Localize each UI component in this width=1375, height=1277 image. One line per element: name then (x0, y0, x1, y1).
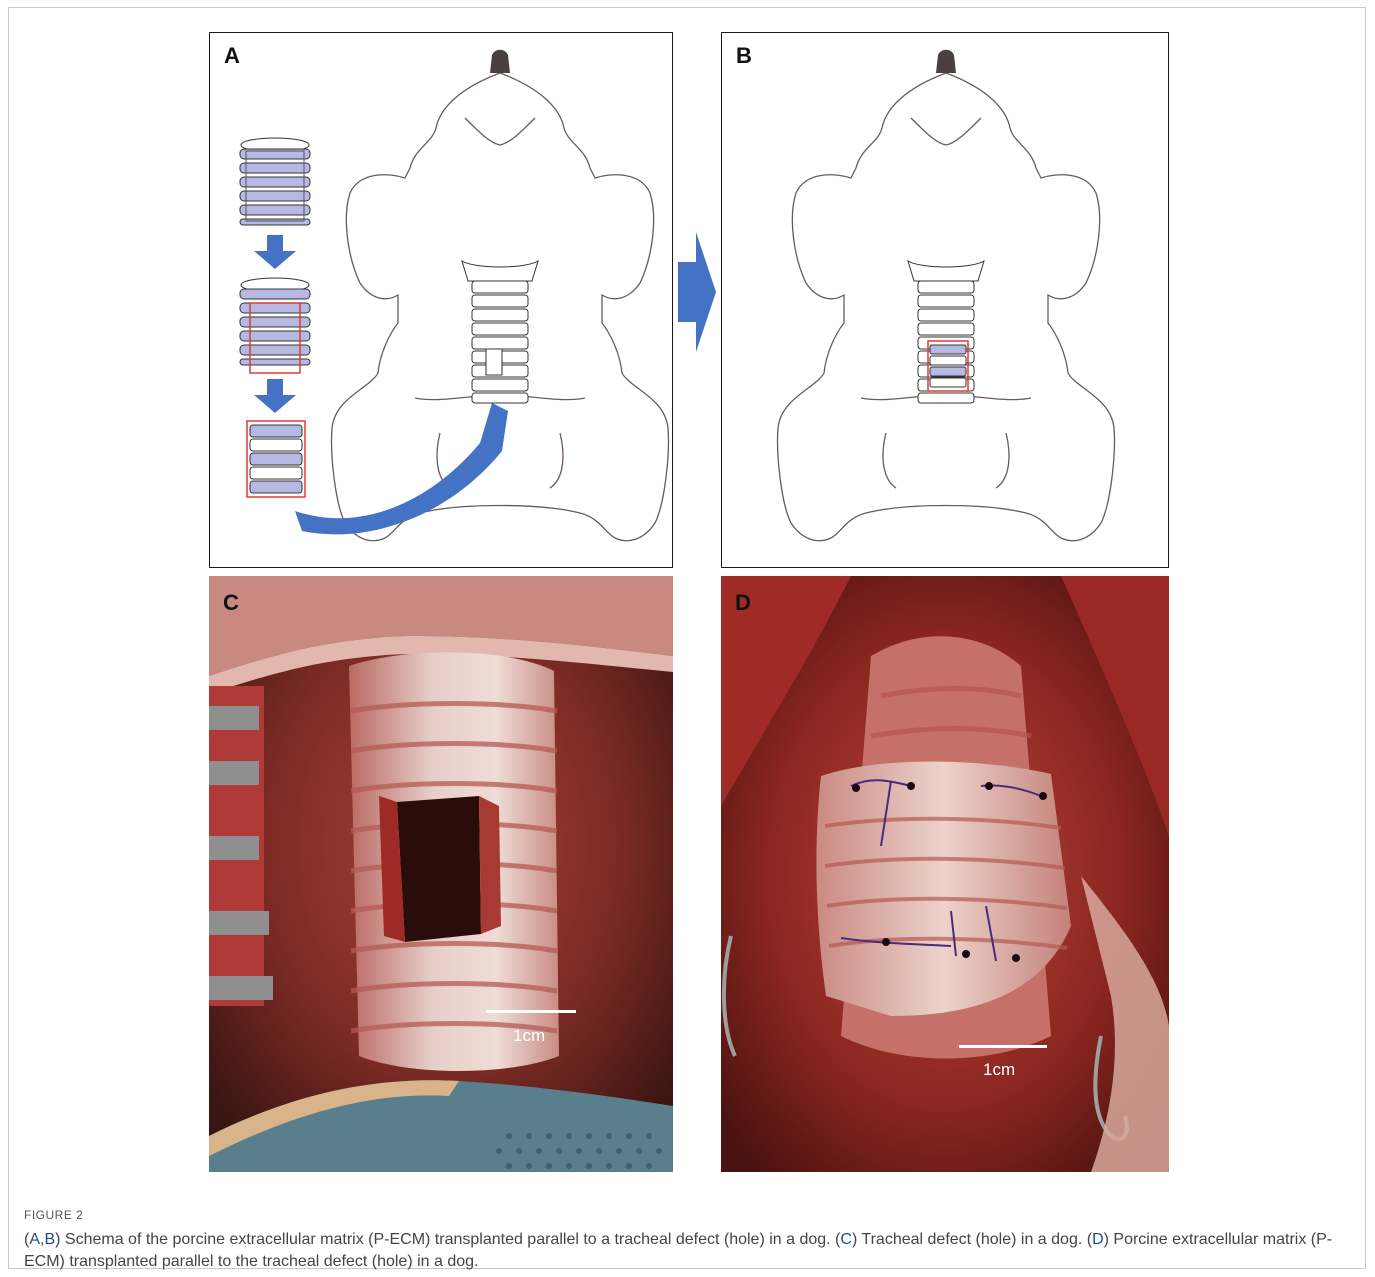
panel-c-photo: C 1cm (209, 576, 673, 1172)
figure-caption: FIGURE 2 (A,B) Schema of the porcine ext… (24, 1204, 1354, 1273)
panel-a-label: A (224, 43, 240, 69)
panel-d-scale-bar (959, 1045, 1047, 1048)
panel-a: A (209, 32, 673, 568)
panel-d-label: D (735, 590, 751, 616)
caption-text: (A,B) Schema of the porcine extracellula… (24, 1231, 1332, 1270)
caption-panel-ref: D (1092, 1231, 1104, 1248)
panel-b-schema (722, 33, 1169, 568)
panel-b: B (721, 32, 1169, 568)
panel-c-scale-label: 1cm (513, 1026, 545, 1046)
panel-a-schema (210, 33, 673, 568)
right-arrow-icon (678, 232, 718, 352)
panel-b-label: B (736, 43, 752, 69)
figure-label: FIGURE 2 (24, 1204, 1354, 1226)
caption-segment: ) Schema of the porcine extracellular ma… (55, 1231, 840, 1248)
panel-d-photo: D 1cm (721, 576, 1169, 1172)
panel-c-label: C (223, 590, 239, 616)
caption-segment: ) Tracheal defect (hole) in a dog. ( (852, 1231, 1092, 1248)
caption-panel-ref: A,B (29, 1231, 55, 1248)
panel-d-scale-label: 1cm (983, 1060, 1015, 1080)
panel-c-scale-bar (486, 1010, 576, 1013)
caption-panel-ref: C (840, 1231, 852, 1248)
